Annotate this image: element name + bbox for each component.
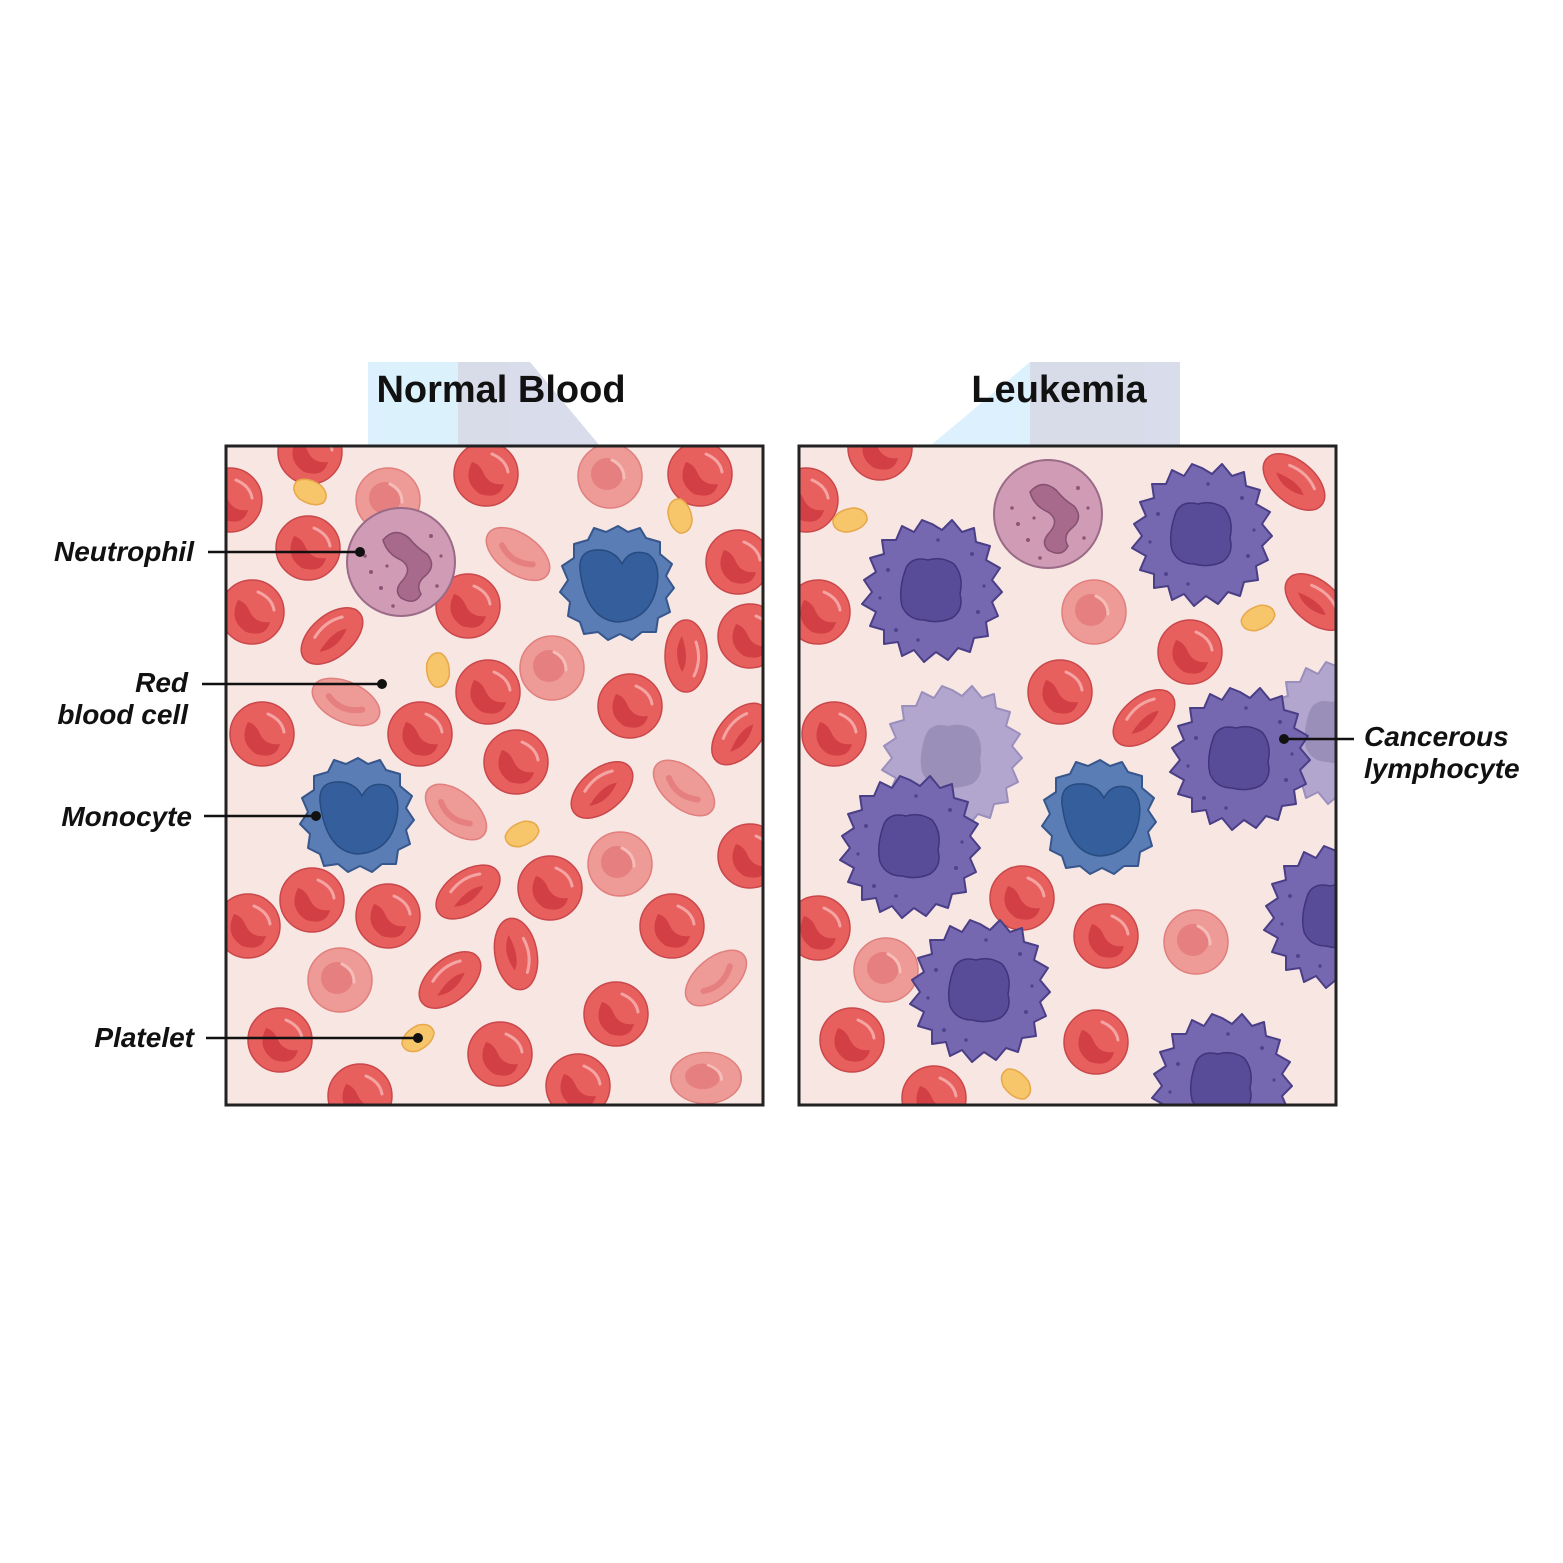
cancerous-lymphocyte-pointer-dot: [1279, 734, 1289, 744]
red-blood-cell-pale: [1060, 578, 1128, 646]
red-blood-cell: [704, 528, 763, 596]
red-blood-cell-side: [663, 618, 709, 694]
normal-panel-frame: [224, 444, 765, 1107]
red-blood-cell-label-line2: blood cell: [57, 699, 189, 730]
neutrophil-pointer-dot: [355, 547, 365, 557]
red-blood-cell: [1026, 658, 1094, 726]
neutrophil-cell: [346, 507, 456, 617]
red-blood-cell-pale: [669, 1050, 743, 1105]
red-blood-cell: [482, 728, 550, 796]
red-blood-cell: [716, 822, 763, 890]
red-blood-cell: [226, 466, 264, 534]
red-blood-cell-pointer-dot: [377, 679, 387, 689]
red-blood-cell: [846, 446, 914, 482]
neutrophil-label: Neutrophil: [54, 536, 195, 567]
cancerous-lymphocyte-label-line1: Cancerous: [1364, 721, 1509, 752]
red-blood-cell: [582, 980, 650, 1048]
red-blood-cell: [900, 1064, 968, 1105]
callout-platelet: Platelet: [94, 1022, 423, 1053]
red-blood-cell: [716, 602, 763, 670]
red-blood-cell: [544, 1052, 612, 1105]
cancerous-lymphocyte: [1263, 845, 1336, 989]
red-blood-cell: [818, 1006, 886, 1074]
red-blood-cell-label-line1: Red: [135, 667, 189, 698]
red-blood-cell: [226, 578, 286, 646]
red-blood-cell: [452, 446, 520, 508]
red-blood-cell: [799, 894, 852, 962]
leukemia-title: Leukemia: [971, 369, 1147, 411]
red-blood-cell: [516, 854, 584, 922]
red-blood-cell: [800, 700, 868, 768]
normal-blood-panel: [224, 444, 765, 1107]
red-blood-cell: [454, 658, 522, 726]
platelet-label: Platelet: [94, 1022, 195, 1053]
red-blood-cell: [326, 1062, 394, 1105]
callout-red-blood-cell: Red blood cell: [57, 667, 387, 730]
red-blood-cell: [1062, 1008, 1130, 1076]
callout-cancerous-lymphocyte: Cancerous lymphocyte: [1279, 721, 1520, 784]
red-blood-cell: [596, 672, 664, 740]
leukemia-panel: [797, 444, 1338, 1107]
red-blood-cell-pale: [1162, 908, 1230, 976]
red-blood-cell-pale: [306, 946, 374, 1014]
normal-blood-title: Normal Blood: [376, 369, 625, 411]
red-blood-cell: [638, 892, 706, 960]
red-blood-cell: [354, 882, 422, 950]
watermark: [368, 362, 1180, 446]
red-blood-cell-pale: [576, 446, 644, 510]
red-blood-cell-pale: [852, 936, 920, 1004]
cancerous-lymphocyte-label-line2: lymphocyte: [1364, 753, 1520, 784]
red-blood-cell: [228, 700, 296, 768]
red-blood-cell: [799, 578, 852, 646]
red-blood-cell: [1072, 902, 1140, 970]
red-blood-cell: [466, 1020, 534, 1088]
red-blood-cell: [276, 446, 344, 486]
red-blood-cell: [386, 700, 454, 768]
callout-neutrophil: Neutrophil: [54, 536, 365, 567]
red-blood-cell: [666, 446, 734, 508]
red-blood-cell: [1156, 618, 1224, 686]
callout-monocyte: Monocyte: [61, 801, 321, 832]
red-blood-cell: [278, 866, 346, 934]
platelet-pointer-dot: [413, 1033, 423, 1043]
red-blood-cell-pale: [586, 830, 654, 898]
red-blood-cell: [246, 1006, 314, 1074]
monocyte-label: Monocyte: [61, 801, 192, 832]
red-blood-cell: [274, 514, 342, 582]
monocyte-pointer-dot: [311, 811, 321, 821]
neutrophil-cell: [993, 459, 1103, 569]
leukemia-panel-frame: [797, 444, 1338, 1107]
red-blood-cell-pale: [518, 634, 586, 702]
red-blood-cell: [799, 466, 840, 534]
